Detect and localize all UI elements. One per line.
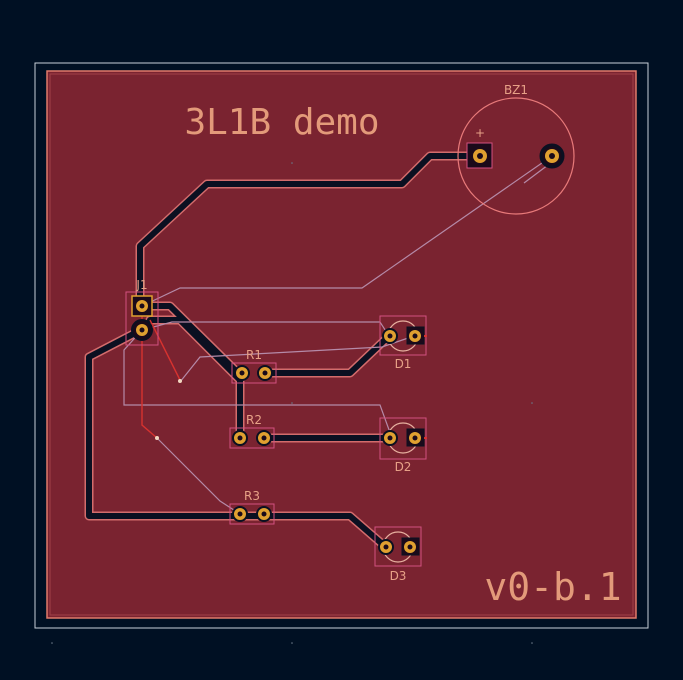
led-d2[interactable]: D2 [379, 417, 427, 474]
bz1-ref-label: BZ1 [504, 83, 528, 97]
led-d3[interactable]: D3 [374, 526, 422, 583]
led-d1[interactable]: D1 [379, 315, 427, 371]
board-title: 3L1B demo [184, 102, 379, 143]
buzzer-outline [457, 97, 575, 215]
r3-ref-label: R3 [244, 489, 260, 503]
board-version: v0-b.1 [484, 565, 621, 609]
via[interactable] [155, 436, 159, 440]
via[interactable] [178, 379, 182, 383]
resistor-r3[interactable]: R3 [229, 489, 275, 525]
d3-ref-label: D3 [390, 569, 407, 583]
resistor-r1[interactable]: R1 [231, 348, 277, 384]
j1-ref-label: J1 [135, 278, 147, 292]
front-traces [141, 306, 181, 439]
board-edge-outline [34, 62, 649, 629]
resistor-r2[interactable]: R2 [229, 413, 275, 449]
d2-ref-label: D2 [395, 460, 412, 474]
r2-ref-label: R2 [246, 413, 262, 427]
grid-dots [51, 162, 533, 644]
r1-ref-label: R1 [246, 348, 262, 362]
bz1-plus-marker: + [475, 126, 485, 140]
connector-j1[interactable]: J1 [125, 278, 159, 346]
j1-courtyard [125, 291, 159, 346]
d1-ref-label: D1 [395, 357, 412, 371]
buzzer-bz1[interactable]: BZ1 + [457, 83, 575, 215]
copper-traces [84, 151, 484, 554]
board-inner-border [49, 73, 634, 616]
bz1-pad-1[interactable] [466, 142, 493, 169]
